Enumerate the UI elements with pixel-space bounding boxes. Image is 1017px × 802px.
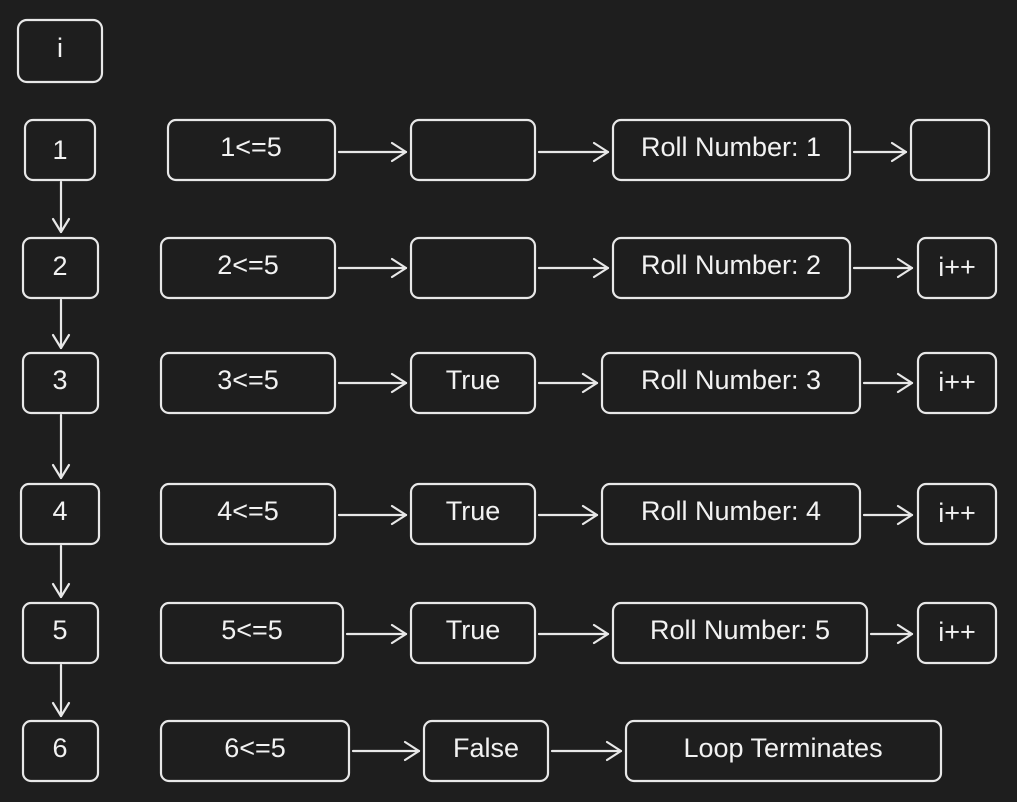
arrow-condition-to-result (337, 141, 408, 163)
condition-label: 4<=5 (217, 496, 279, 526)
variable-header: i (16, 18, 104, 84)
arrow-output-to-step (852, 257, 914, 279)
result-box: True (409, 482, 537, 546)
arrow-i-down (51, 663, 71, 718)
arrow-output-to-step (862, 372, 914, 394)
arrow-i-down (51, 298, 71, 350)
arrow-i-down (51, 413, 71, 480)
arrow-condition-to-result (351, 740, 421, 762)
condition-box: 5<=5 (159, 601, 345, 665)
condition-box: 1<=5 (166, 118, 337, 182)
arrow-condition-to-result (337, 372, 408, 394)
i-value-box: 1 (23, 118, 97, 182)
i-value-label: 4 (52, 496, 67, 526)
step-label: i++ (938, 617, 976, 647)
condition-label: 3<=5 (217, 365, 279, 395)
condition-box: 4<=5 (159, 482, 337, 546)
output-label: Roll Number: 4 (641, 496, 821, 526)
step-box: i++ (916, 236, 998, 300)
step-label: i++ (938, 367, 976, 397)
arrow-i-down (51, 180, 71, 234)
arrow-result-to-output (550, 740, 623, 762)
output-label: Loop Terminates (683, 733, 882, 763)
arrow-result-to-output (537, 257, 610, 279)
result-label: True (446, 496, 501, 526)
output-box: Roll Number: 4 (600, 482, 862, 546)
arrow-result-to-output (537, 141, 610, 163)
arrow-condition-to-result (337, 504, 408, 526)
condition-box: 2<=5 (159, 236, 337, 300)
result-box: True (409, 601, 537, 665)
result-label: False (453, 733, 519, 763)
result-label: True (446, 365, 501, 395)
condition-label: 2<=5 (217, 250, 279, 280)
output-label: Roll Number: 2 (641, 250, 821, 280)
arrow-output-to-step (852, 141, 908, 163)
i-value-label: 2 (52, 251, 67, 281)
i-value-box: 4 (19, 482, 101, 546)
output-box: Roll Number: 5 (611, 601, 869, 665)
step-box: i++ (916, 351, 998, 415)
result-box (409, 236, 537, 300)
condition-box: 3<=5 (159, 351, 337, 415)
arrow-result-to-output (537, 504, 599, 526)
result-box: True (409, 351, 537, 415)
arrow-condition-to-result (337, 257, 408, 279)
i-value-label: 3 (52, 365, 67, 395)
output-box: Loop Terminates (624, 719, 943, 783)
arrow-result-to-output (537, 623, 610, 645)
step-label: i++ (938, 498, 976, 528)
condition-label: 6<=5 (224, 733, 286, 763)
variable-header-label: i (57, 33, 63, 63)
i-value-label: 5 (52, 615, 67, 645)
step-box (909, 118, 991, 182)
result-box (409, 118, 537, 182)
output-label: Roll Number: 5 (650, 615, 830, 645)
output-label: Roll Number: 1 (641, 132, 821, 162)
i-value-label: 6 (52, 733, 67, 763)
i-value-box: 6 (21, 719, 100, 783)
i-value-box: 5 (21, 601, 100, 665)
i-value-box: 3 (21, 351, 100, 415)
output-label: Roll Number: 3 (641, 365, 821, 395)
condition-label: 5<=5 (221, 615, 283, 645)
arrow-i-down (51, 544, 71, 599)
result-box: False (422, 719, 550, 783)
output-box: Roll Number: 1 (611, 118, 852, 182)
result-label: True (446, 615, 501, 645)
condition-box: 6<=5 (159, 719, 351, 783)
output-box: Roll Number: 2 (611, 236, 852, 300)
i-value-label: 1 (52, 135, 67, 165)
arrow-output-to-step (869, 623, 914, 645)
arrow-output-to-step (862, 504, 914, 526)
output-box: Roll Number: 3 (600, 351, 862, 415)
condition-label: 1<=5 (220, 132, 282, 162)
arrow-result-to-output (537, 372, 599, 394)
step-box: i++ (916, 482, 998, 546)
arrow-condition-to-result (345, 623, 408, 645)
i-value-box: 2 (21, 236, 100, 300)
step-label: i++ (938, 252, 976, 282)
step-box: i++ (916, 601, 998, 665)
